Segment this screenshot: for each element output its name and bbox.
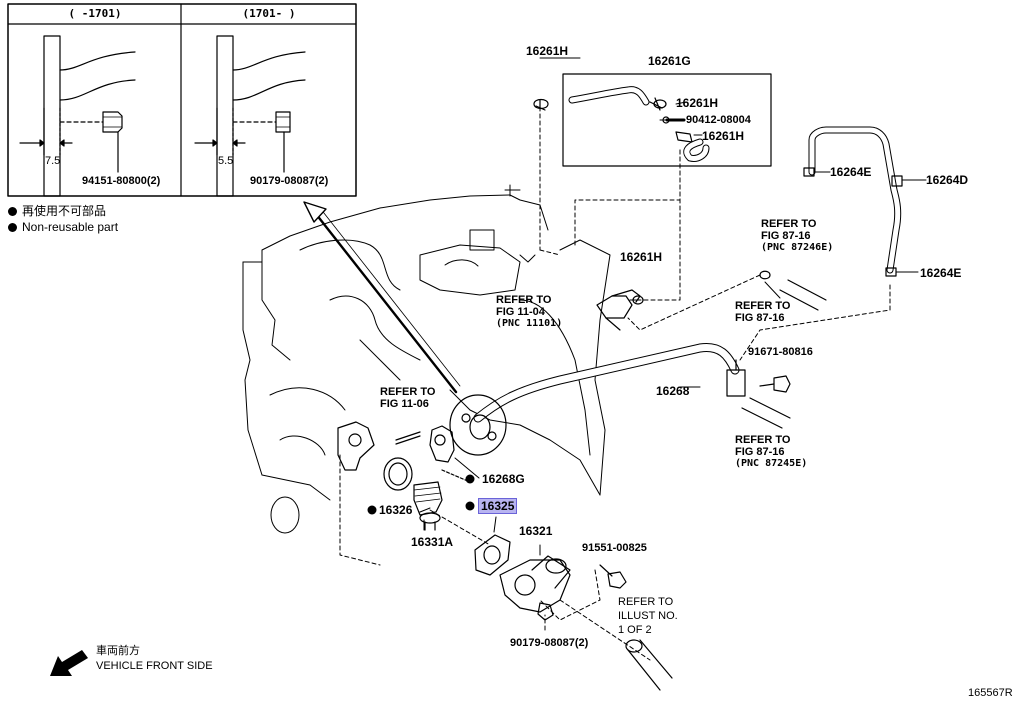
part-16264d[interactable]: 16264D [926,173,969,187]
part-16264e-top[interactable]: 16264E [830,165,872,179]
ref-illust-1-of-2[interactable]: REFER TO ILLUST NO. 1 OF 2 [618,596,678,636]
inset-left-part[interactable]: 94151-80800(2) [82,175,161,187]
thermostat [413,481,443,531]
part-16264e-bottom[interactable]: 16264E [920,266,962,280]
non-reusable-dot-icon [8,207,17,216]
inset-left-header: ( -1701) [68,7,122,20]
part-16261h-mid[interactable]: 16261H [620,250,663,264]
vehicle-front-en: VEHICLE FRONT SIDE [96,660,213,672]
bolt-91551 [599,564,627,589]
ref-fig-11-06[interactable]: REFER TO FIG 11-06 [380,386,436,410]
vehicle-front-jp: 車両前方 [96,645,140,657]
part-16321[interactable]: 16321 [519,524,553,538]
pointer-arrow [303,201,461,394]
stud-gaskets [337,421,471,491]
bolt-91671 [759,375,791,393]
legend-en: Non-reusable part [8,220,118,234]
ref-fig-87-16-87245e[interactable]: REFER TO FIG 87-16 (PNC 87245E) [735,434,808,469]
ref-fig-87-16[interactable]: REFER TO FIG 87-16 [735,300,791,324]
part-91671-80816[interactable]: 91671-80816 [748,346,813,358]
engine-block [242,184,611,534]
inset-box [7,3,357,197]
hose-box [562,73,772,167]
part-16331a[interactable]: 16331A [411,535,454,549]
part-16268g[interactable]: 16268G [482,472,525,486]
pipe-16268 [449,342,746,456]
gasket-16325 [474,534,511,576]
lower-hose [625,639,673,691]
ref-fig-87-16-87246e[interactable]: REFER TO FIG 87-16 (PNC 87246E) [761,218,834,253]
non-reusable-dot-icon [8,223,17,232]
hose-stubs [741,270,827,429]
clamp-16261h-top [533,98,549,111]
part-16261h-top[interactable]: 16261H [526,44,569,58]
diagram-id: 165567R [968,687,1013,699]
inset-right-header: (1701- ) [242,7,296,20]
hose-16264d [803,126,903,277]
inset-right-part[interactable]: 90179-08087(2) [250,175,329,187]
part-16325[interactable]: 16325 [478,498,518,514]
part-90412-08004[interactable]: 90412-08004 [686,114,751,126]
part-16326[interactable]: 16326 [379,503,413,517]
part-90179-08087[interactable]: 90179-08087(2) [510,637,589,649]
legend-jp: 再使用不可部品 [8,204,106,218]
part-16261g[interactable]: 16261G [648,54,691,68]
inset-right-dim: 5.5 [218,155,234,167]
part-91551-00825[interactable]: 91551-00825 [582,542,647,554]
part-16261h-a[interactable]: 16261H [676,96,719,110]
part-16325-highlight: 16325 [478,498,518,514]
part-16268[interactable]: 16268 [656,384,690,398]
ref-fig-11-04[interactable]: REFER TO FIG 11-04 (PNC 11101) [496,294,563,329]
inlet-16321 [499,555,571,621]
inset-left-dim: 7.5 [45,155,61,167]
part-16261h-b[interactable]: 16261H [702,129,745,143]
vehicle-front-arrow [50,650,88,676]
